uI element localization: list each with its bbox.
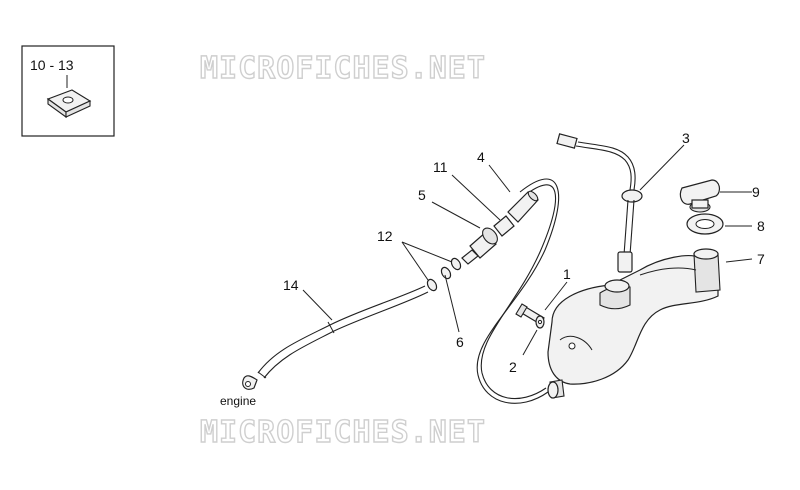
clamps-part-12 xyxy=(426,257,462,292)
washer-part-2 xyxy=(535,315,545,329)
fitting-part-4 xyxy=(507,190,539,223)
callout-14: 14 xyxy=(283,277,299,293)
callout-5: 5 xyxy=(418,187,426,203)
callout-11: 11 xyxy=(433,159,448,175)
engine-label: engine xyxy=(220,394,256,408)
callout-8: 8 xyxy=(757,218,765,234)
callout-1: 1 xyxy=(563,266,571,282)
hose-part-14 xyxy=(257,285,429,379)
callout-2: 2 xyxy=(509,359,517,375)
sensor-cable-part-3 xyxy=(556,133,643,273)
callout-9: 9 xyxy=(752,184,760,200)
return-hose-loop xyxy=(476,178,560,404)
callout-4: 4 xyxy=(477,149,485,165)
inset-label: 10 - 13 xyxy=(30,57,74,73)
engine-clamp-part xyxy=(242,375,258,390)
callout-6: 6 xyxy=(456,334,464,350)
watermark-bottom: MICROFICHES.NET xyxy=(200,415,486,450)
filler-cap-part-9 xyxy=(679,179,721,213)
inset-box: 10 - 13 xyxy=(21,45,115,137)
callout-7: 7 xyxy=(757,251,765,267)
valve-part-5 xyxy=(461,227,498,265)
callout-3: 3 xyxy=(682,130,690,146)
gasket-part-8 xyxy=(686,213,724,235)
oil-tank-part-7 xyxy=(547,248,721,399)
callout-12: 12 xyxy=(377,228,393,244)
connector-part-11 xyxy=(493,215,515,237)
watermark-top: MICROFICHES.NET xyxy=(200,51,486,86)
clip-nut-part xyxy=(46,89,92,119)
leader-lines xyxy=(302,144,753,356)
